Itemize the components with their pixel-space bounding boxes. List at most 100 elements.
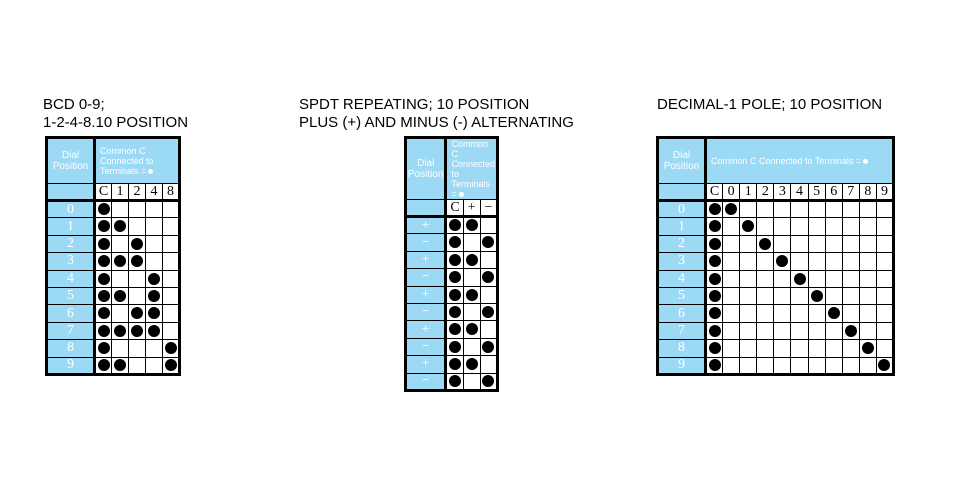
connection-cell <box>704 356 724 376</box>
connection-dot-icon <box>449 305 462 318</box>
connection-cell <box>94 321 112 341</box>
connection-cell <box>722 269 741 288</box>
connection-cell <box>875 356 896 376</box>
connection-cell <box>128 304 146 323</box>
terminal-label: 4 <box>145 183 163 202</box>
dial-position-label: − <box>403 302 448 322</box>
dial-position-label: + <box>403 285 448 304</box>
connection-cell <box>756 339 775 358</box>
connection-dot-icon <box>148 307 160 320</box>
table-row: 6 <box>656 304 896 323</box>
terminal-label: 9 <box>875 183 896 202</box>
dial-header-line: Dial <box>672 150 691 161</box>
connection-cell <box>722 252 741 271</box>
connection-cell <box>479 355 500 374</box>
connection-cell <box>161 234 182 254</box>
connection-cell <box>790 321 809 341</box>
connection-cell <box>841 217 860 236</box>
connection-dot-icon <box>148 289 160 302</box>
connection-cell <box>841 339 860 358</box>
connection-cell <box>824 339 843 358</box>
connection-cell <box>145 199 163 219</box>
connection-cell <box>704 199 724 219</box>
connection-dot-icon <box>97 358 110 371</box>
connection-cell <box>161 339 182 358</box>
connection-dot-icon <box>708 289 721 302</box>
connection-cell <box>841 321 860 341</box>
connection-cell <box>479 320 500 339</box>
panel-title: SPDT REPEATING; 10 POSITION PLUS (+) AND… <box>299 96 574 132</box>
table-row: + <box>403 355 500 374</box>
connection-cell <box>756 286 775 306</box>
connection-dot-icon <box>114 255 126 268</box>
connection-dot-icon <box>465 219 478 232</box>
connection-cell <box>94 199 112 219</box>
connection-cell <box>445 215 464 235</box>
connection-cell <box>462 268 481 287</box>
connection-cell <box>756 234 775 254</box>
dial-position-label: 4 <box>656 269 707 288</box>
connection-dot-icon <box>793 272 806 285</box>
terminal-label: C <box>704 183 724 202</box>
connection-cell <box>807 356 826 376</box>
connection-cell <box>111 199 129 219</box>
title-line: SPDT REPEATING; 10 POSITION <box>299 96 530 113</box>
table-row: 4 <box>45 269 182 288</box>
dial-position-label: 9 <box>45 356 96 376</box>
connection-cell <box>773 217 792 236</box>
connection-cell <box>739 286 758 306</box>
connection-cell <box>479 372 500 392</box>
connection-cell <box>128 269 146 288</box>
table-row: 3 <box>656 252 896 271</box>
terminal-label: 1 <box>739 183 758 202</box>
connection-cell <box>875 269 896 288</box>
connection-cell <box>739 339 758 358</box>
connection-cell <box>875 234 896 254</box>
connection-cell <box>739 269 758 288</box>
connection-dot-icon <box>861 342 874 355</box>
connection-cell <box>462 355 481 374</box>
connection-cell <box>145 217 163 236</box>
connection-cell <box>722 217 741 236</box>
connection-cell <box>790 304 809 323</box>
connection-dot-icon <box>114 289 126 302</box>
connection-cell <box>704 304 724 323</box>
connection-cell <box>445 268 464 287</box>
connection-cell <box>111 217 129 236</box>
connection-cell <box>145 339 163 358</box>
connection-cell <box>807 339 826 358</box>
connection-cell <box>111 269 129 288</box>
connection-cell <box>807 217 826 236</box>
connection-dot-icon <box>449 288 462 301</box>
dot-legend-icon <box>458 192 464 198</box>
dial-position-label: 9 <box>656 356 707 376</box>
connection-dot-icon <box>131 237 143 250</box>
connection-cell <box>145 286 163 306</box>
connection-cell <box>875 252 896 271</box>
connection-cell <box>111 252 129 271</box>
connection-cell <box>773 321 792 341</box>
connection-cell <box>824 199 843 219</box>
connection-cell <box>739 199 758 219</box>
connection-dot-icon <box>482 236 495 249</box>
connection-cell <box>773 339 792 358</box>
dial-position-label: 3 <box>656 252 707 271</box>
dial-position-label: 8 <box>656 339 707 358</box>
connection-cell <box>739 234 758 254</box>
dial-header-line: Dial <box>61 150 80 161</box>
table-row: 6 <box>45 304 182 323</box>
connection-dot-icon <box>708 307 721 320</box>
connection-cell <box>790 199 809 219</box>
title-line: DECIMAL-1 POLE; 10 POSITION <box>657 96 883 113</box>
connection-dot-icon <box>148 324 160 337</box>
connection-cell <box>94 234 112 254</box>
connection-cell <box>161 321 182 341</box>
connection-cell <box>462 285 481 304</box>
connection-cell <box>790 217 809 236</box>
dial-position-label: − <box>403 233 448 252</box>
connection-cell <box>722 304 741 323</box>
table-row: 8 <box>45 339 182 358</box>
connection-cell <box>875 217 896 236</box>
connection-cell <box>858 304 877 323</box>
dial-header-line: Position <box>407 169 444 180</box>
